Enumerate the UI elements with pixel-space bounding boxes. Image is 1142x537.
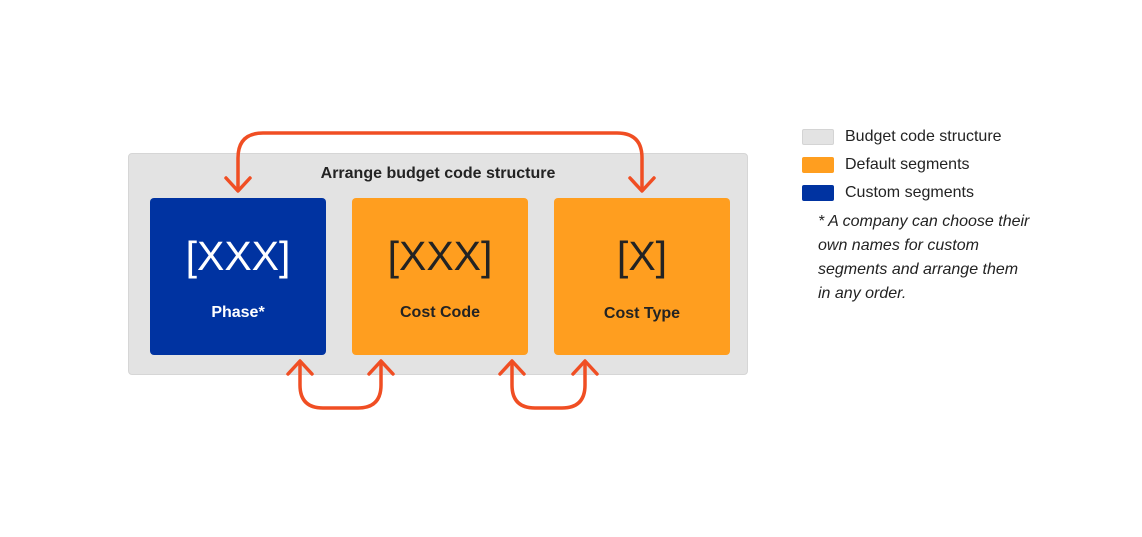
segment-cost-type: [X] Cost Type [554, 198, 730, 355]
segment-phase: [XXX] Phase* [150, 198, 326, 355]
footnote: * A company can choose their own names f… [818, 213, 1030, 302]
legend-swatch [802, 185, 834, 201]
legend-label: Custom segments [845, 184, 974, 201]
segment-cost-code: [XXX] Cost Code [352, 198, 528, 355]
segment-name: Cost Code [400, 304, 480, 321]
segment-code: [X] [616, 233, 668, 279]
segment-name: Cost Type [603, 305, 681, 322]
legend-label: Budget code structure [845, 128, 1002, 145]
segment-code: [XXX] [387, 233, 493, 279]
legend-swatch [802, 129, 834, 145]
segment-name: Phase* [211, 304, 265, 321]
panel-title: Arrange budget code structure [320, 165, 556, 182]
segment-code: [XXX] [185, 233, 291, 279]
legend-swatch [802, 157, 834, 173]
legend-label: Default segments [845, 156, 970, 173]
